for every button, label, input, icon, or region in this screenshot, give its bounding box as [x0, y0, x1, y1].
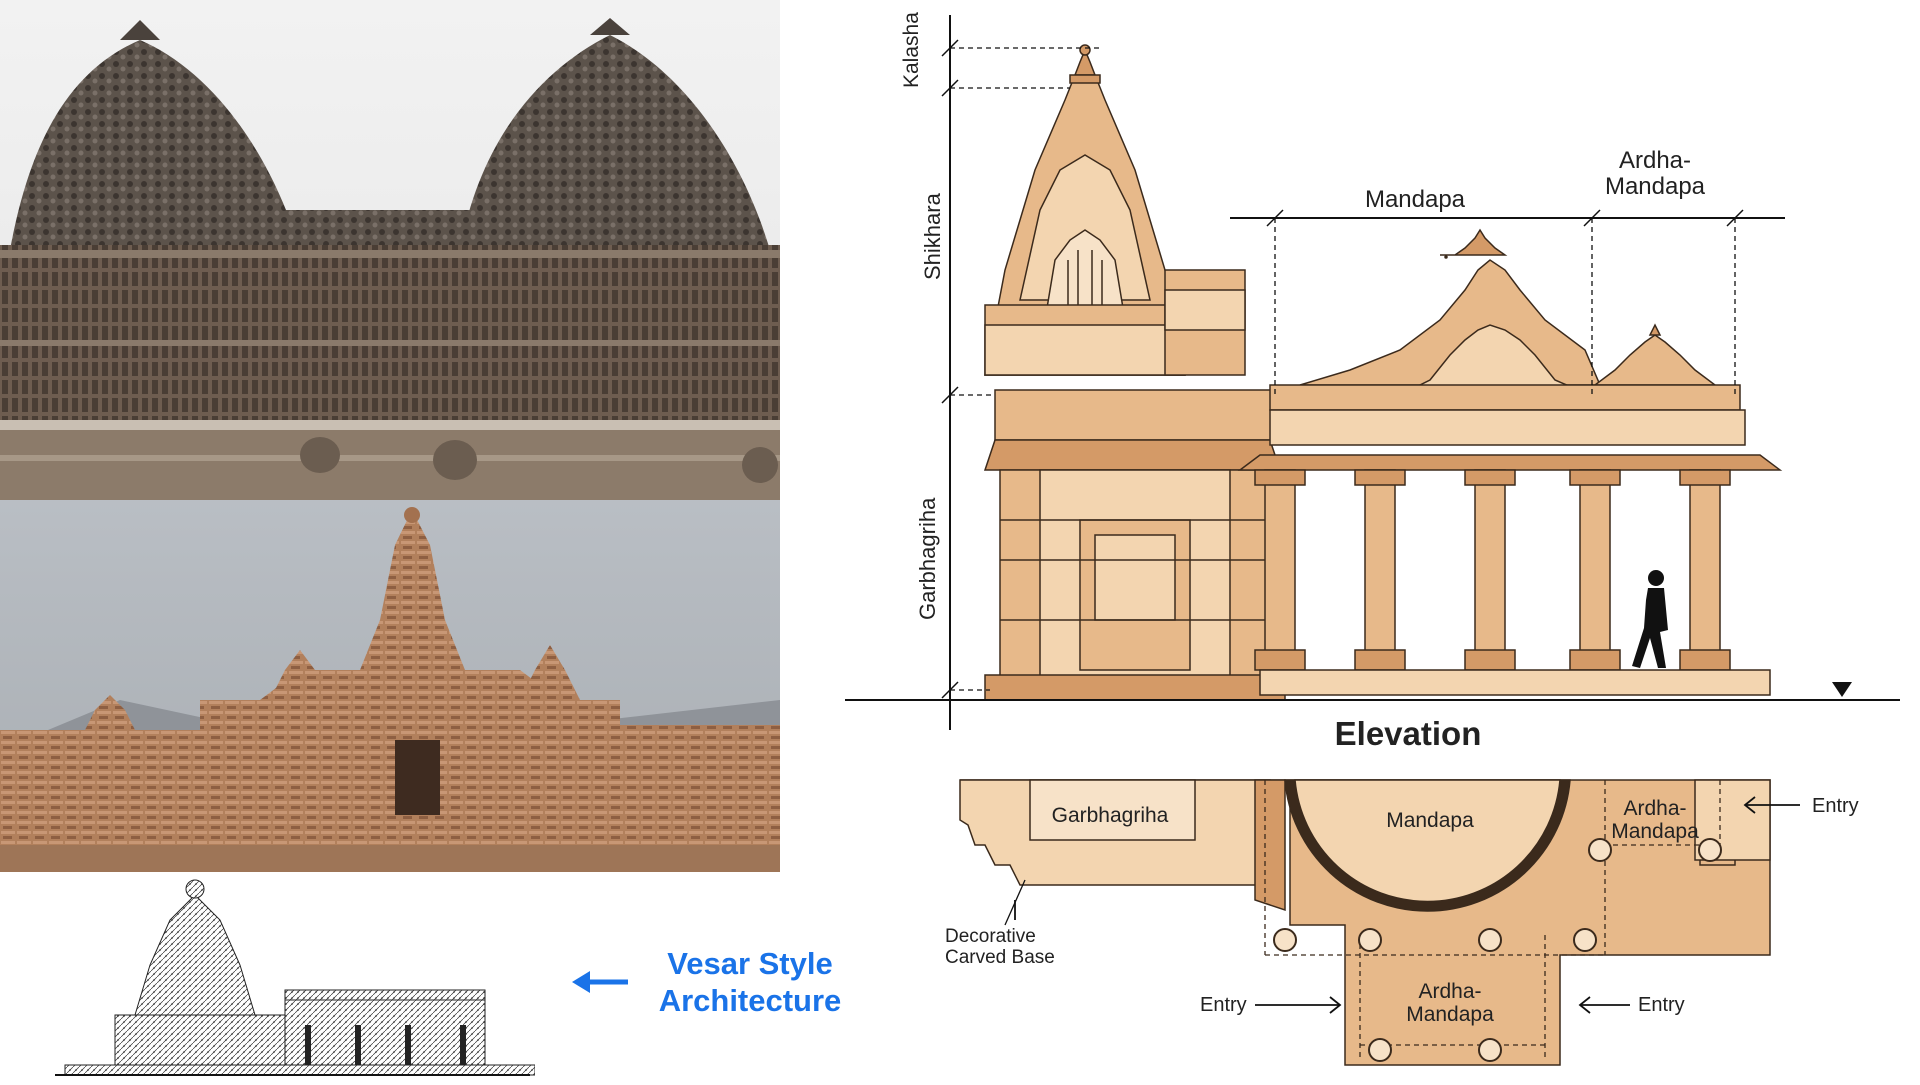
diagram-svg: Kalasha Shikhara Garbhagriha Mandapa Ard…	[845, 12, 1900, 1066]
vesar-caption: Vesar Style Architecture	[560, 945, 860, 1035]
entry-arrows	[1014, 796, 1800, 1014]
label-kalasha: Kalasha	[900, 12, 923, 88]
plan-columns	[1273, 838, 1722, 1062]
label-ardha-line2: Mandapa	[1605, 173, 1706, 200]
label-ardha-bottom-line1: Ardha-	[1418, 980, 1481, 1003]
label-ardha-right-line2: Mandapa	[1611, 820, 1699, 843]
caption-line1: Vesar Style	[667, 946, 833, 981]
garbhagriha-body	[983, 389, 1286, 701]
label-mandapa-plan: Mandapa	[1386, 809, 1474, 832]
shikhara-tower	[984, 44, 1246, 376]
temple-photo-top-image	[0, 0, 780, 500]
mandapa-platform	[1259, 669, 1771, 696]
label-ardha-bottom-line2: Mandapa	[1406, 1003, 1494, 1026]
label-garbhagriha-elevation: Garbhagriha	[915, 497, 940, 620]
label-shikhara: Shikhara	[920, 192, 945, 280]
caption-text: Vesar Style Architecture	[640, 945, 860, 1019]
left-arrow-icon	[572, 971, 628, 993]
label-entry-bottom-right: Entry	[1638, 994, 1685, 1016]
label-garbhagriha-plan: Garbhagriha	[1052, 804, 1169, 827]
temple-photo-top	[0, 0, 780, 500]
temple-photo-middle-image	[0, 500, 780, 872]
label-ardha-right-line1: Ardha-	[1623, 797, 1686, 820]
label-mandapa-elevation: Mandapa	[1365, 186, 1466, 213]
mandapa-roof	[1237, 228, 1783, 471]
label-base-line2: Carved Base	[945, 947, 1055, 968]
label-entry-left: Entry	[1200, 994, 1247, 1016]
temple-photo-middle	[0, 500, 780, 872]
temple-diagram: Kalasha Shikhara Garbhagriha Mandapa Ard…	[840, 0, 1920, 1080]
label-ardha-line1: Ardha-	[1619, 147, 1691, 174]
caption-line2: Architecture	[658, 983, 842, 1018]
label-base-line1: Decorative	[945, 926, 1036, 947]
temple-sketch	[55, 875, 536, 1080]
ground-level-icon	[1832, 682, 1852, 697]
label-entry-right: Entry	[1812, 795, 1859, 817]
floor-plan	[959, 779, 1771, 1066]
person-silhouette	[1632, 570, 1668, 668]
elevation-title: Elevation	[1335, 715, 1482, 752]
elevation-lines	[845, 15, 1900, 730]
temple-sketch-image	[55, 879, 536, 1076]
